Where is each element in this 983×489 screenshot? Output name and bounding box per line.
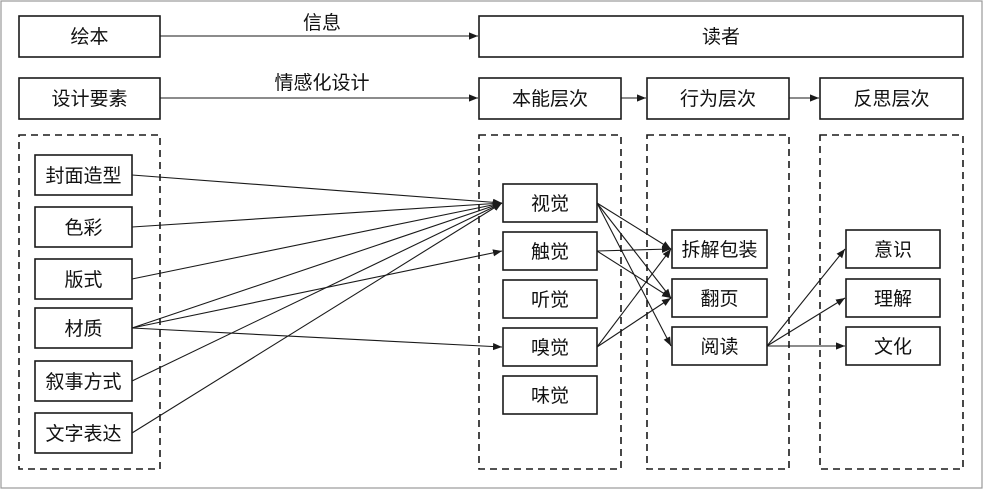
- node-layout: [34, 258, 133, 300]
- node-design-elements-label: 设计要素: [51, 88, 127, 110]
- node-behavior-level: [646, 77, 790, 120]
- node-hearing-label: 听觉: [531, 289, 569, 311]
- node-behavior-level-label: 行为层次: [680, 88, 756, 110]
- node-material: [34, 307, 133, 349]
- node-color: [34, 206, 133, 248]
- node-cover-shape-label: 封面造型: [45, 165, 121, 187]
- node-text-expression: [34, 412, 133, 454]
- node-reflection-level-label: 反思层次: [853, 88, 929, 110]
- arrow-vision-to-unpacking: [596, 202, 672, 250]
- node-reader-label: 读者: [702, 26, 740, 48]
- node-understanding-label: 理解: [874, 288, 912, 310]
- arrow-reading-to-awareness: [766, 248, 846, 347]
- reflection-level-group: [819, 134, 964, 470]
- node-vision-label: 视觉: [531, 193, 569, 215]
- node-text-expression-label: 文字表达: [45, 423, 121, 445]
- arrow-smell-to-unpacking: [596, 248, 672, 348]
- node-reflection-level: [819, 77, 964, 120]
- behavior-level-group: [646, 134, 790, 470]
- instinct-level-group: [478, 134, 622, 470]
- node-page-turning-label: 翻页: [700, 288, 738, 310]
- edges-layer: [131, 32, 846, 434]
- node-design-elements: [18, 77, 161, 120]
- node-taste: [502, 375, 598, 415]
- node-touch-label: 触觉: [531, 241, 569, 263]
- node-color-label: 色彩: [64, 217, 102, 239]
- node-reading-label: 阅读: [700, 336, 738, 358]
- node-picture-book: [18, 15, 161, 58]
- node-touch: [502, 231, 598, 271]
- node-hearing: [502, 279, 598, 319]
- design-elements-group: [18, 134, 161, 470]
- node-culture-label: 文化: [874, 336, 912, 358]
- node-narrative-style-label: 叙事方式: [45, 371, 121, 393]
- node-layout-label: 版式: [64, 269, 102, 291]
- node-smell-label: 嗅觉: [531, 337, 569, 359]
- arrow-material-to-vision: [131, 202, 503, 329]
- node-awareness-label: 意识: [874, 239, 912, 261]
- arrow-material-to-touch: [131, 249, 503, 329]
- node-smell: [502, 327, 598, 367]
- arrow-touch-to-pageturn: [596, 250, 672, 299]
- arrow-layout-to-vision: [131, 201, 503, 280]
- node-understanding: [845, 278, 941, 318]
- arrow-color-to-vision: [131, 199, 503, 228]
- arrow-material-to-smell: [131, 327, 503, 351]
- node-culture: [845, 326, 941, 366]
- arrow-cover-to-vision: [131, 174, 503, 206]
- node-awareness: [845, 229, 941, 269]
- arrow-reading-to-understanding: [766, 297, 846, 347]
- arrow-narrative-to-vision: [131, 202, 503, 382]
- node-page-turning: [671, 278, 768, 318]
- node-taste-label: 味觉: [531, 385, 569, 407]
- node-cover-shape: [34, 154, 133, 196]
- node-instinct-level-label: 本能层次: [512, 88, 588, 110]
- arrow-touch-to-unpacking: [596, 245, 672, 253]
- node-picture-book-label: 绘本: [70, 26, 108, 48]
- node-instinct-level: [478, 77, 622, 120]
- node-reading: [671, 326, 768, 366]
- node-vision: [502, 183, 598, 223]
- node-reader: [478, 15, 964, 58]
- node-unpacking: [671, 229, 768, 269]
- node-unpacking-label: 拆解包装: [681, 239, 757, 261]
- edge-label-emotional-design: 情感化设计: [274, 72, 369, 94]
- edge-label-info: 信息: [303, 12, 341, 34]
- node-narrative-style: [34, 360, 133, 402]
- node-material-label: 材质: [64, 318, 102, 340]
- arrow-smell-to-pageturn: [596, 297, 672, 348]
- arrow-text-to-vision: [131, 202, 503, 434]
